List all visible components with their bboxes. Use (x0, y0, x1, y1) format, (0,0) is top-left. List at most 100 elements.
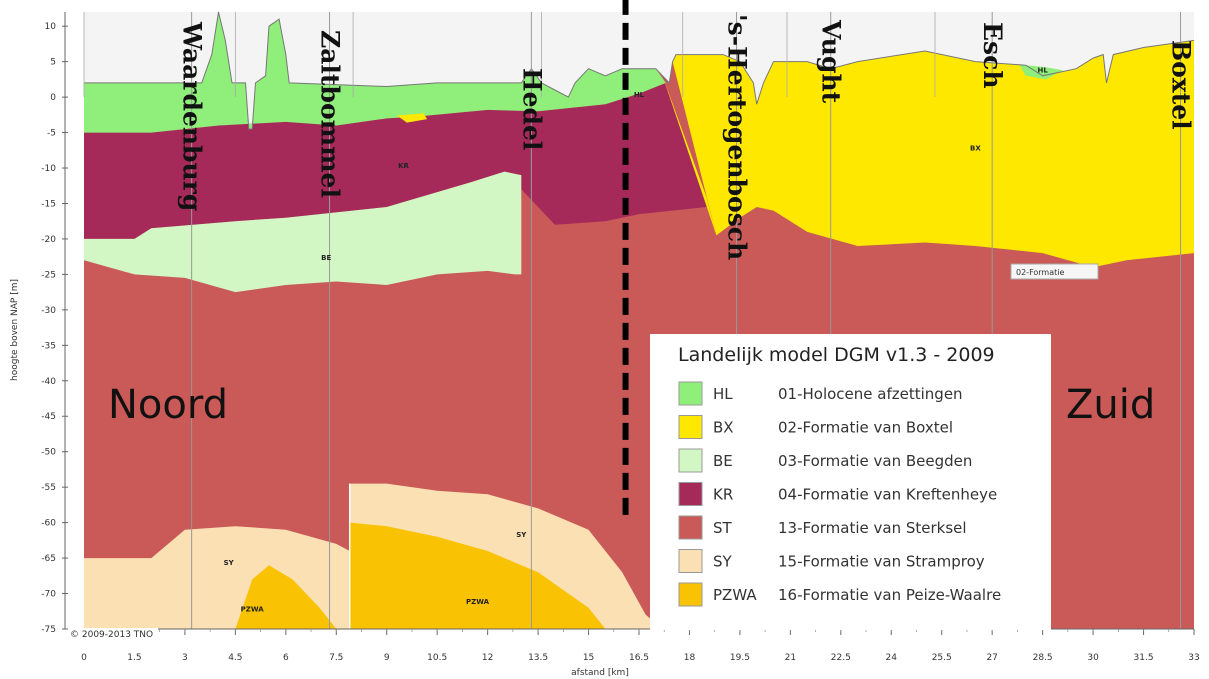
surface-line (84, 11, 1195, 130)
legend-label: 02-Formatie van Boxtel (778, 419, 953, 437)
x-tick-label: 6 (283, 653, 289, 663)
legend: Landelijk model DGM v1.3 - 2009 HL 01-Hol… (650, 334, 1051, 630)
layer-BX-lens (396, 113, 428, 123)
tooltip: 02-Formatie (1010, 263, 1099, 280)
place-label: Hedel (517, 68, 546, 150)
y-tick-label: -65 (41, 554, 56, 564)
layer-PZWA-north (235, 565, 337, 629)
x-tick-label: 4.5 (228, 653, 242, 663)
y-tick-label: 5 (50, 58, 56, 68)
x-tick-label: 31.5 (1134, 653, 1154, 663)
x-tick-label: 19.5 (730, 653, 750, 663)
legend-code: HL (713, 385, 733, 403)
place-labels: Waardenburg Zaltbommel Hedel 's-Hertogenbos… (178, 14, 1196, 260)
legend-swatch-KR (678, 482, 703, 506)
unit-label-SY: SY (224, 559, 235, 567)
copyright-backdrop (68, 628, 158, 640)
x-tick-label: 1.5 (127, 653, 141, 663)
x-tick-label: 22.5 (831, 653, 851, 663)
legend-swatch-BE (678, 448, 703, 473)
y-tick-label: -45 (41, 412, 56, 422)
x-tick-label: 21 (785, 653, 796, 663)
x-tick-label: 0 (81, 653, 87, 663)
y-tick-label: -25 (41, 270, 56, 280)
x-tick-label: 9 (384, 653, 390, 663)
legend-label: 01-Holocene afzettingen (778, 385, 963, 403)
y-tick-label: -5 (47, 129, 56, 139)
unit-label-PZWA: PZWA (241, 605, 265, 613)
x-tick-label: 15 (583, 653, 594, 663)
legend-code: ST (713, 519, 733, 537)
y-tick-label: -35 (41, 341, 56, 351)
place-label: Zaltbommel (316, 30, 345, 198)
legend-code: SY (713, 553, 733, 571)
legend-label: 13-Formatie van Sterksel (778, 519, 967, 537)
unit-label-BE: BE (321, 254, 331, 262)
legend-code: PZWA (713, 586, 757, 604)
y-tick-label: -50 (41, 448, 56, 458)
x-tick-label: 16.5 (629, 653, 649, 663)
x-axis-title: afstand [km] (571, 668, 629, 678)
unit-label-SY: SY (516, 531, 527, 539)
legend-label: 03-Formatie van Beegden (778, 452, 972, 470)
geologic-layers (84, 11, 1195, 629)
unit-label-BX: BX (970, 144, 981, 152)
x-tick-label: 12 (482, 653, 493, 663)
axes: 10 5 0 -5 -10 -15 -20 -25 -30 -35 -40 -45 -50 -55 -60 -… (10, 12, 1200, 678)
legend-label: 04-Formatie van Kreftenheye (778, 486, 997, 504)
legend-swatch-ST (678, 515, 703, 540)
layer-BX (662, 40, 1194, 268)
x-tick-label: 27 (986, 653, 997, 663)
y-tick-label: -10 (41, 164, 56, 174)
legend-label: 15-Formatie van Stramproy (778, 553, 985, 571)
legend-title: Landelijk model DGM v1.3 - 2009 (678, 344, 995, 366)
place-label: Esch (978, 22, 1007, 89)
y-tick-label: -70 (41, 590, 56, 600)
x-tick-label: 25.5 (932, 653, 952, 663)
layer-KR (84, 75, 740, 239)
region-label-north: Noord (108, 382, 228, 428)
place-label: Boxtel (1167, 40, 1196, 130)
x-tick-label: 24 (886, 653, 898, 663)
legend-box (650, 334, 1051, 630)
y-tick-label: 10 (45, 22, 57, 32)
legend-code: BX (713, 419, 734, 437)
copyright: © 2009-2013 TNO (68, 628, 158, 640)
unit-label-HL: HL (634, 91, 645, 99)
legend-swatch-BX (678, 415, 703, 439)
y-tick-label: -20 (41, 235, 56, 245)
y-tick-label: -30 (41, 306, 56, 316)
place-label: Vught (817, 19, 846, 104)
x-tick-label: 3 (182, 653, 188, 663)
copyright-text: © 2009-2013 TNO (70, 630, 153, 640)
y-tick-label: -40 (41, 377, 56, 387)
layer-HL-north (84, 12, 666, 133)
y-tick-label: -15 (41, 199, 56, 209)
legend-code: KR (713, 486, 733, 504)
y-tick-label: -60 (41, 519, 56, 529)
x-tick-label: 18 (684, 653, 696, 663)
x-tick-label: 10.5 (427, 653, 447, 663)
place-label: 's-Hertogenbosch (723, 14, 752, 260)
unit-label-PZWA: PZWA (466, 598, 490, 606)
y-tick-label: 0 (50, 93, 56, 103)
legend-code: BE (713, 452, 733, 470)
tooltip-box (1010, 263, 1099, 280)
layer-PZWA-mid (349, 522, 606, 629)
legend-swatch-HL (678, 381, 703, 406)
region-labels: Noord Zuid (108, 382, 1155, 428)
legend-swatch-SY (678, 549, 703, 573)
legend-label: 16-Formatie van Peize-Waalre (778, 586, 1001, 604)
unit-label-HL: HL (1037, 66, 1048, 74)
y-tick-label: -55 (41, 483, 56, 493)
place-label: Waardenburg (178, 21, 207, 211)
x-tick-label: 30 (1087, 653, 1099, 663)
legend-swatch-PZWA (678, 582, 703, 607)
y-tick-label: -75 (41, 625, 56, 635)
y-axis-title: hoogte boven NAP [m] (10, 279, 20, 381)
unit-label-KR: KR (398, 162, 409, 170)
region-label-south: Zuid (1066, 382, 1155, 428)
layer-BE (84, 171, 522, 293)
x-tick-label: 33 (1188, 653, 1199, 663)
